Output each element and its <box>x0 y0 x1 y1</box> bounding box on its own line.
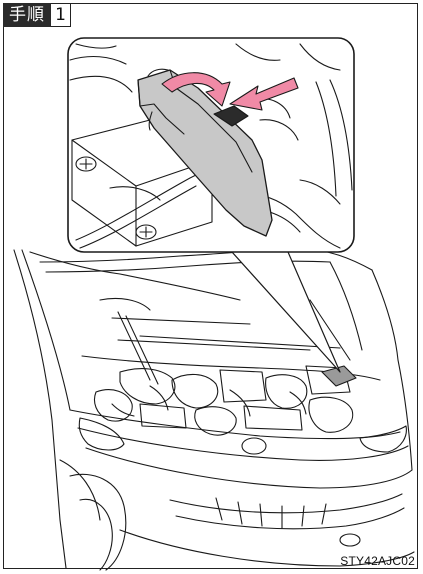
callout-pointer <box>232 252 340 372</box>
car-drawing <box>14 248 414 570</box>
figure-code: STY42AJC02 <box>340 554 415 568</box>
detail-inset <box>68 38 354 252</box>
